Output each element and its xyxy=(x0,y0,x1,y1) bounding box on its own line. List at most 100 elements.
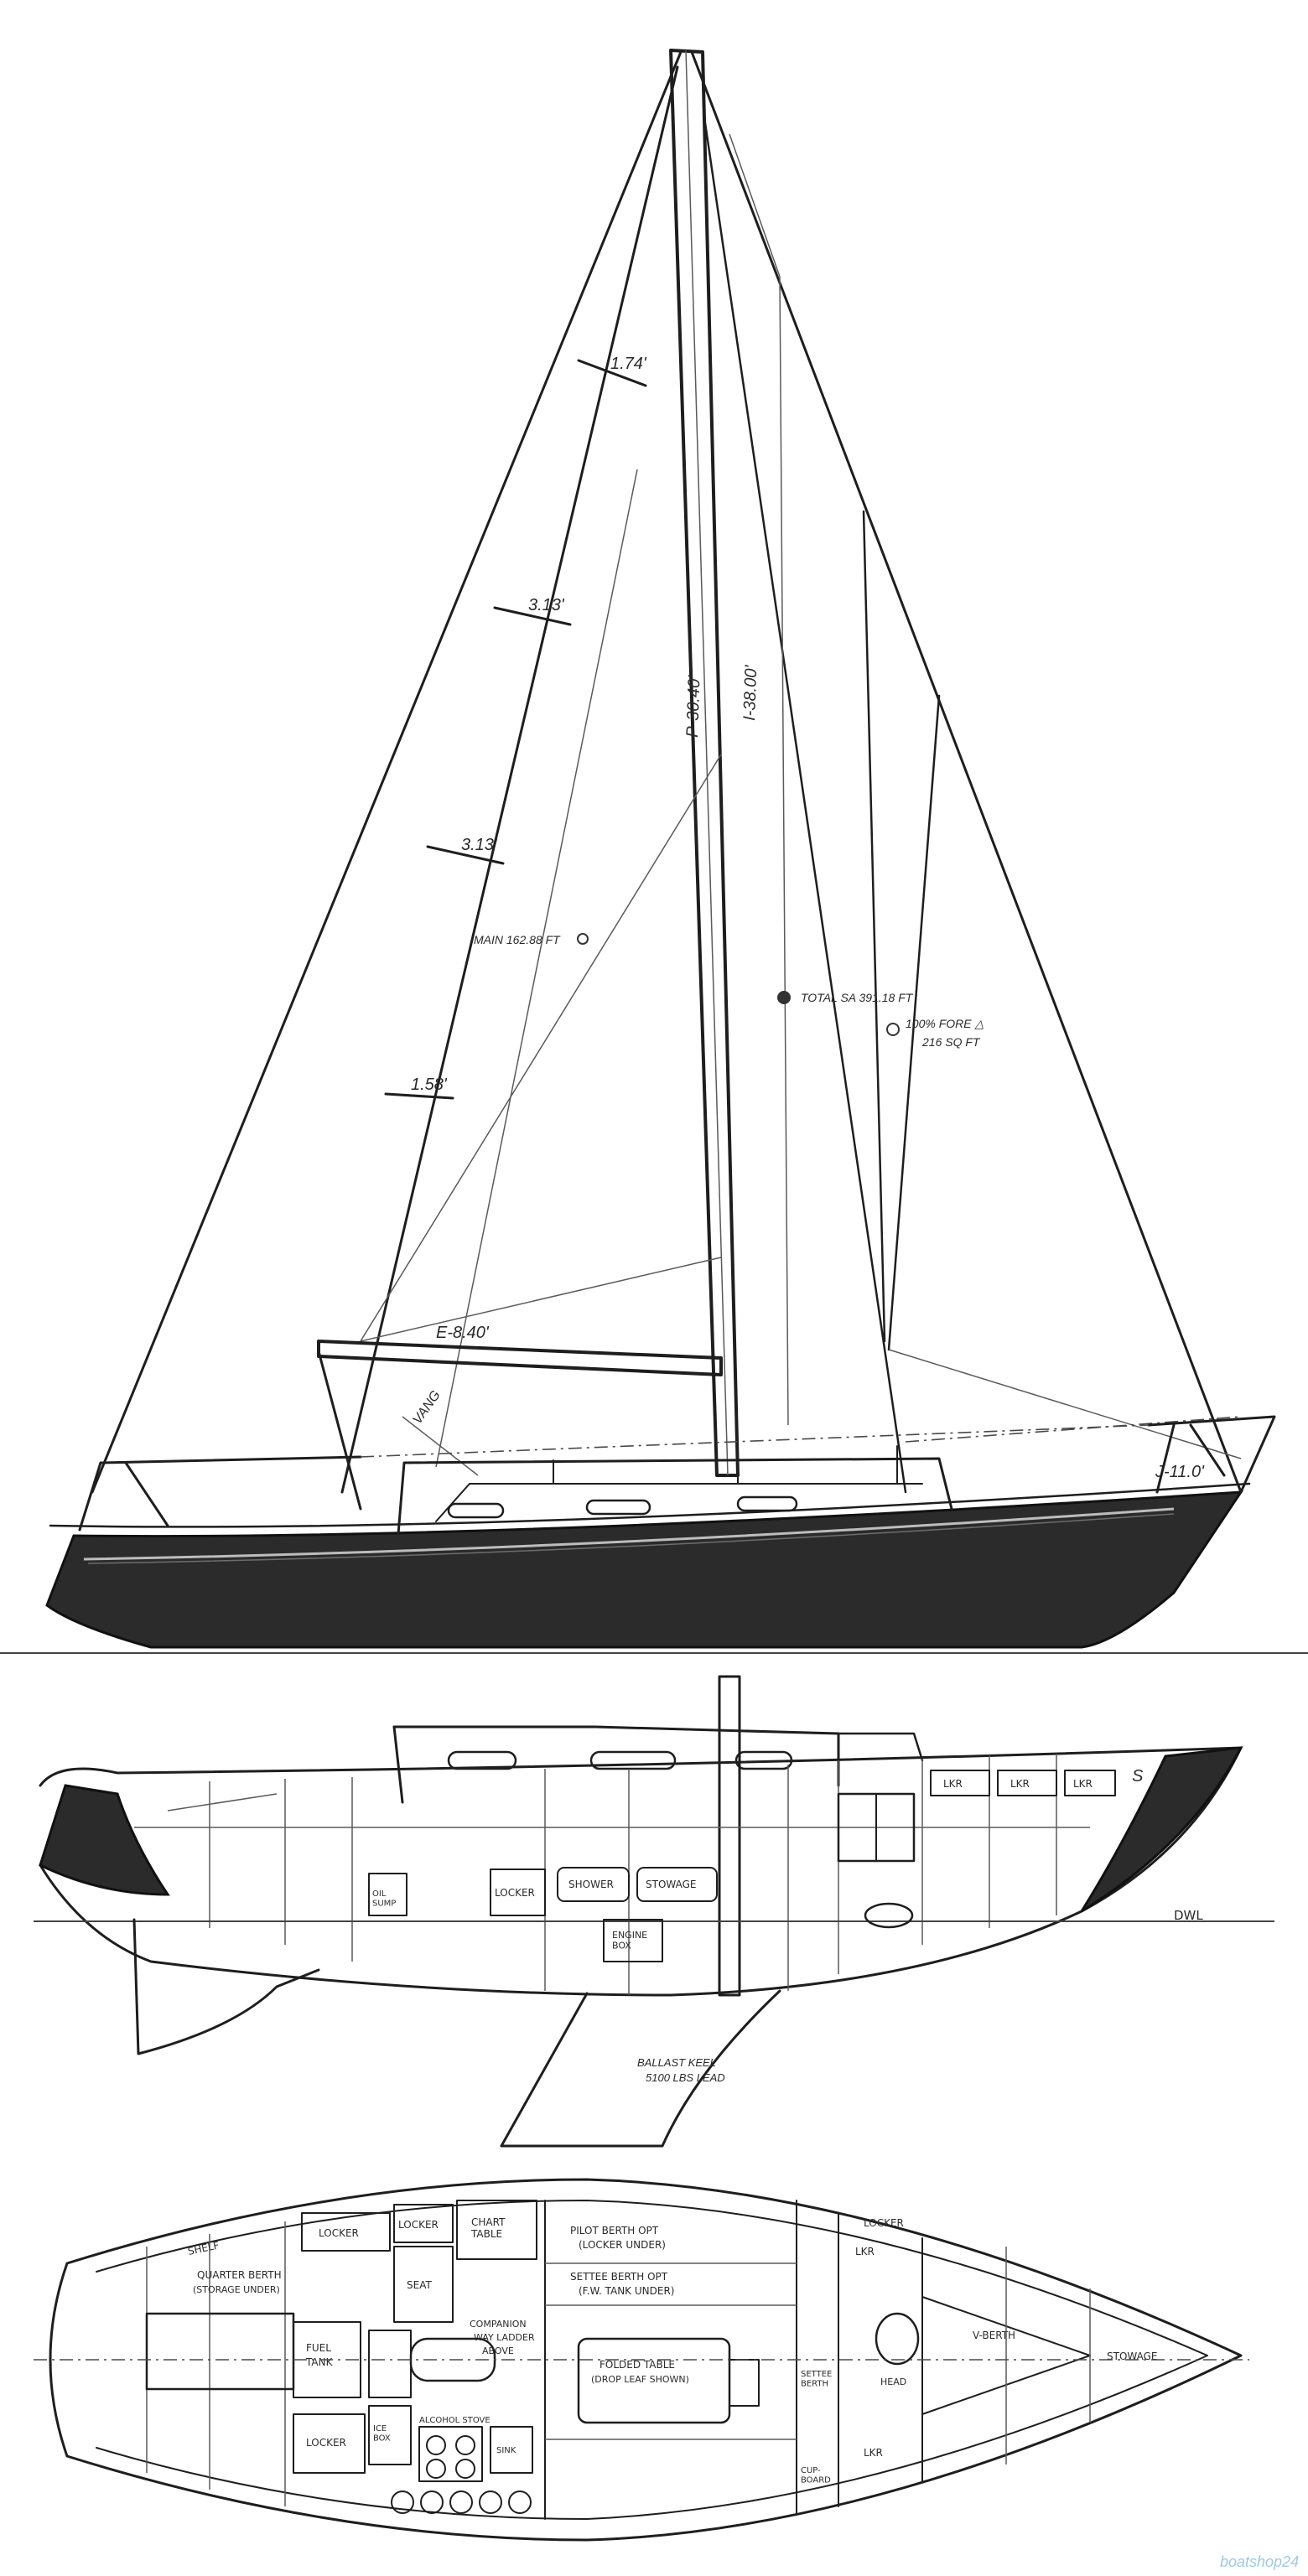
fore-triangle-label: 100% FORE △ xyxy=(906,1017,984,1030)
oil-sump-box xyxy=(368,1873,407,1916)
e-dimension-label: E-8.40' xyxy=(436,1324,490,1342)
batten xyxy=(384,1092,454,1100)
toilet xyxy=(864,1902,914,1929)
shower-box xyxy=(557,1867,630,1902)
fuel-tank-label-2: TANK xyxy=(305,2356,334,2368)
headsail xyxy=(703,116,941,1494)
pilot-berth-label: PILOT BERTH OPT xyxy=(570,2225,659,2237)
batten xyxy=(577,359,647,387)
locker-label: LOCKER xyxy=(319,2227,359,2239)
locker xyxy=(301,2212,391,2252)
locker xyxy=(393,2204,454,2243)
cupboard-label: CUP-BOARD xyxy=(801,2466,831,2485)
stern-pulpit xyxy=(78,1455,362,1532)
table-note: (DROP LEAF SHOWN) xyxy=(591,2374,689,2385)
keel xyxy=(500,1989,781,2148)
bow-pulpit xyxy=(1147,1415,1276,1494)
sink xyxy=(490,2426,533,2474)
locker xyxy=(930,1770,990,1796)
locker-label: LOCKER xyxy=(495,1887,535,1899)
galley-jars xyxy=(391,2490,532,2514)
stowage-box xyxy=(636,1867,718,1902)
companion-label-3: ABOVE xyxy=(482,2345,514,2356)
burner xyxy=(426,2459,446,2479)
batten xyxy=(493,606,572,626)
burner xyxy=(455,2435,475,2455)
locker xyxy=(1064,1770,1116,1796)
cabin-top xyxy=(392,1725,840,1787)
locker-label: LOCKER xyxy=(398,2219,439,2231)
batten xyxy=(426,845,505,865)
locker-label: LKR xyxy=(1073,1778,1093,1790)
mast-step xyxy=(718,1675,741,1997)
companion-label-2: WAY LADDER xyxy=(474,2332,535,2343)
batten-label: 3.13' xyxy=(461,836,498,854)
fore-centroid-marker xyxy=(886,1023,900,1036)
table-leaf xyxy=(729,2359,760,2407)
j-dimension-label: J-11.0' xyxy=(1155,1463,1205,1481)
v-berth-label: V-BERTH xyxy=(973,2330,1015,2341)
locker xyxy=(997,1770,1057,1796)
main-centroid-marker xyxy=(577,933,589,945)
bow-stem xyxy=(1080,1746,1243,1913)
stowage-label: STOWAGE xyxy=(646,1879,696,1890)
shelf-label: SHELF xyxy=(187,2239,221,2257)
bow-mark: S xyxy=(1132,1767,1144,1786)
pilot-berth-note: (LOCKER UNDER) xyxy=(579,2239,666,2251)
main-area-label: MAIN 162.88 FT xyxy=(474,933,561,946)
batten-label: 3.13' xyxy=(528,596,565,614)
locker-label: LKR xyxy=(943,1778,963,1790)
burner xyxy=(455,2459,475,2479)
port-light xyxy=(585,1499,651,1516)
table-label: FOLDED TABLE xyxy=(600,2359,675,2371)
interior-plan: QUARTER BERTH (STORAGE UNDER) SHELF LOCK… xyxy=(34,2178,1249,2542)
port-light xyxy=(447,1502,505,1519)
port-light xyxy=(734,1750,793,1770)
port-light xyxy=(589,1750,677,1770)
hull-topsides xyxy=(45,1490,1243,1649)
settee-berth-label: SETTEE BERTH OPT xyxy=(570,2271,668,2283)
head-label: HEAD xyxy=(880,2376,906,2387)
forestay xyxy=(690,50,1243,1494)
seat xyxy=(393,2246,454,2323)
locker-label: LKR xyxy=(855,2246,875,2257)
fore-triangle-area: 216 SQ FT xyxy=(921,1035,981,1049)
stove-label: ALCOHOL STOVE xyxy=(419,2416,490,2425)
companion-step xyxy=(368,2330,412,2398)
rudder xyxy=(132,1918,320,2055)
total-area-label: TOTAL SA 391.18 FT xyxy=(801,991,914,1004)
stove xyxy=(418,2426,483,2482)
locker-label: LOCKER xyxy=(864,2217,904,2229)
ballast-label: BALLAST KEEL xyxy=(637,2056,716,2069)
cabin-trunk xyxy=(397,1457,953,1536)
locker xyxy=(293,2413,366,2474)
mainsail-leech xyxy=(340,65,679,1494)
hull-bottom xyxy=(39,1746,1243,1997)
hull-elevation xyxy=(0,1415,1308,1654)
locker-label: LKR xyxy=(864,2447,883,2459)
seat-label: SEAT xyxy=(407,2279,432,2291)
transom xyxy=(39,1784,170,1896)
hull-sheer xyxy=(39,1746,1243,1787)
fuel-tank-label: FUEL xyxy=(306,2342,331,2354)
engine-box xyxy=(603,1919,663,1962)
burner xyxy=(426,2435,446,2455)
locker-box xyxy=(490,1869,546,1916)
head-toilet xyxy=(875,2312,920,2366)
shower-label: SHOWER xyxy=(568,1879,614,1890)
vang-label: VANG xyxy=(410,1388,443,1427)
sail-plan: 1.74' 3.13' 3.13' 1.58' P-30.40' I-38.00… xyxy=(91,49,1243,1511)
batten-label: 1.58' xyxy=(411,1075,448,1094)
settee-berth-note: (F.W. TANK UNDER) xyxy=(579,2285,674,2297)
locker-label: LOCKER xyxy=(306,2437,346,2449)
backstay xyxy=(91,50,683,1494)
boom xyxy=(317,1340,723,1376)
quarter-berth-note: (STORAGE UNDER) xyxy=(193,2284,280,2295)
hull-plan-outline xyxy=(49,2178,1243,2542)
ballast-weight: 5100 LBS LEAD xyxy=(646,2071,725,2084)
